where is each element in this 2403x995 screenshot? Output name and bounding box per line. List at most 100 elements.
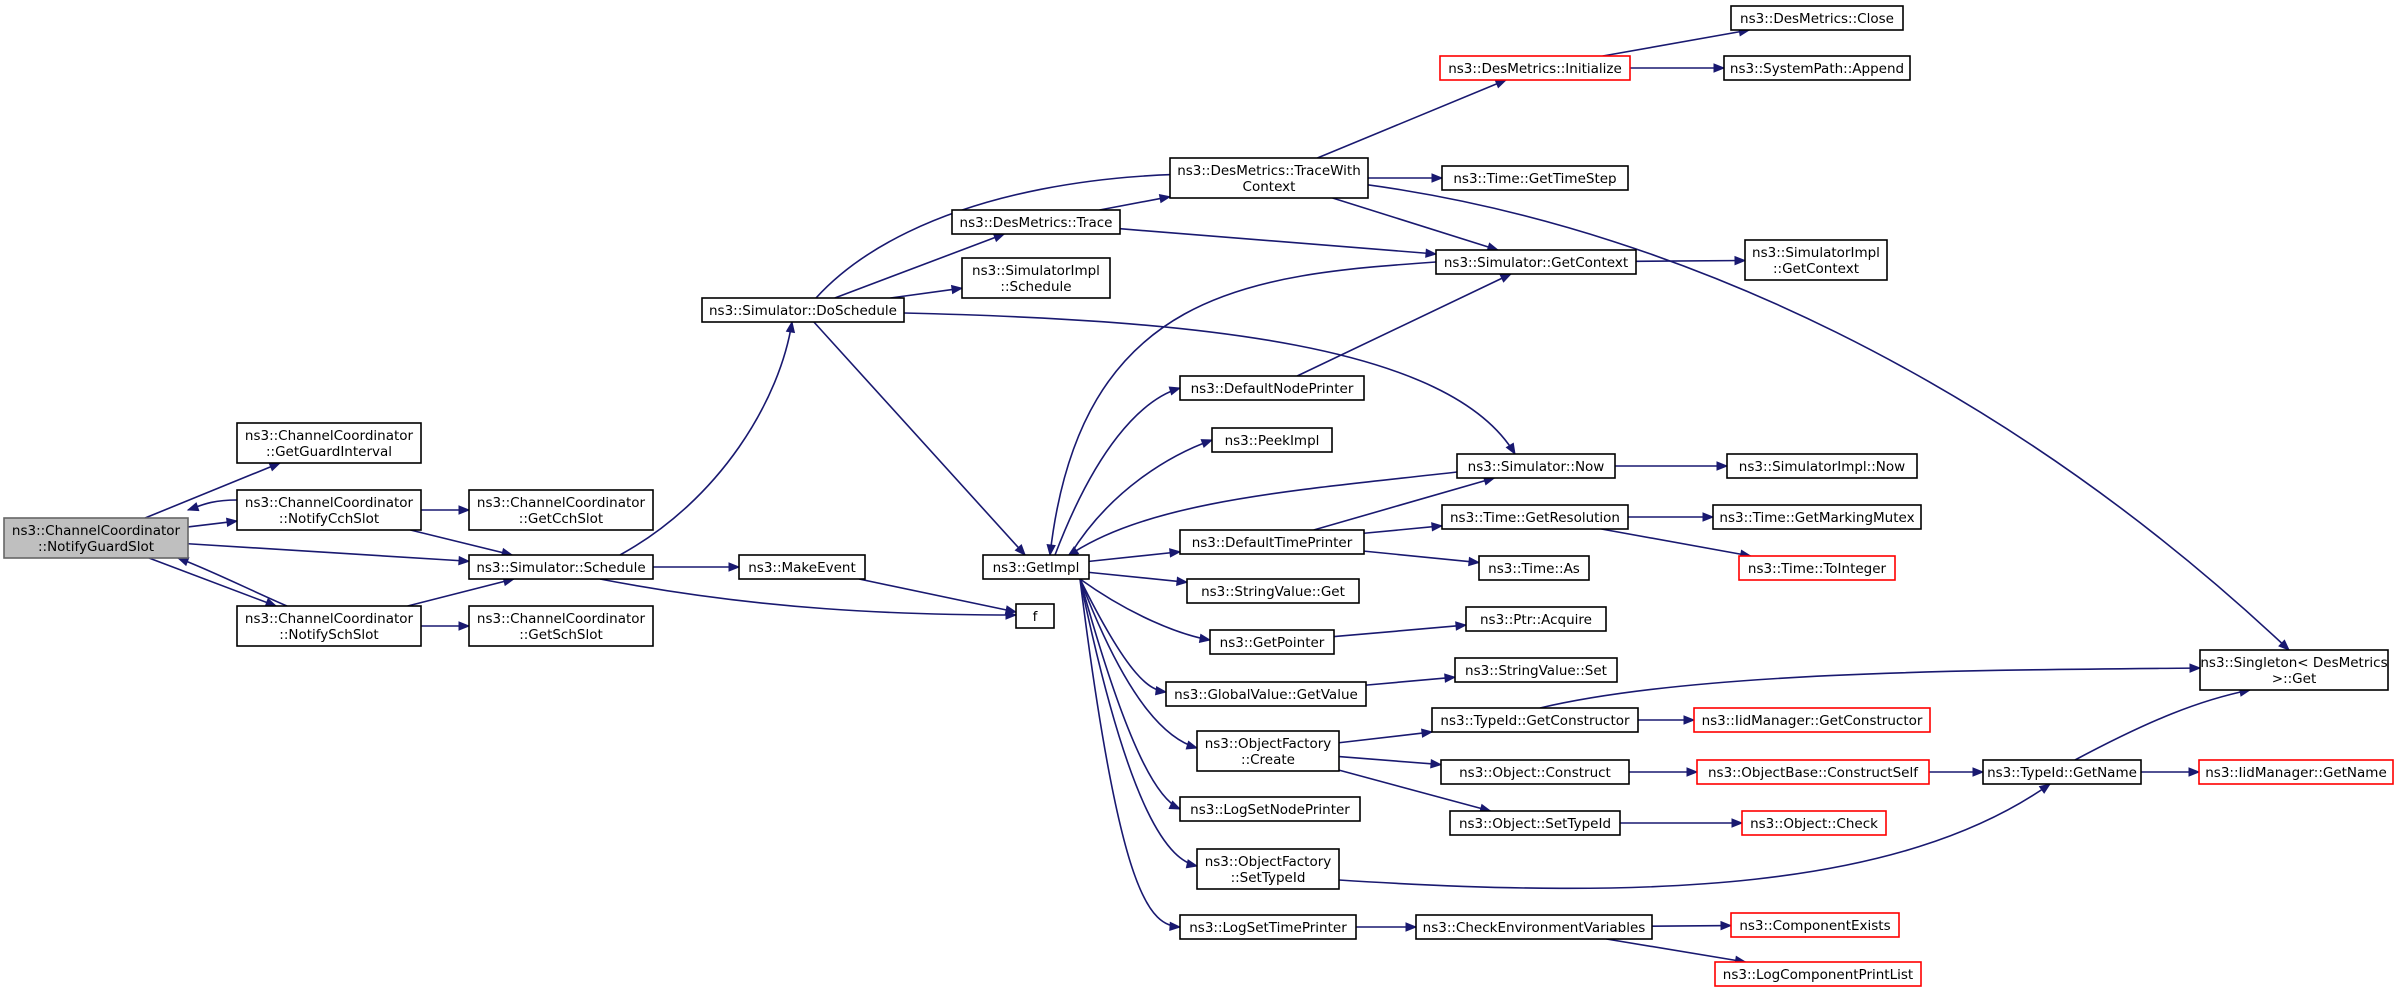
node-box[interactable] <box>1435 249 1637 275</box>
node-logPrintList[interactable]: ns3::LogComponentPrintList <box>1714 961 1922 987</box>
node-doSchedule[interactable]: ns3::Simulator::DoSchedule <box>701 297 905 323</box>
node-getSch[interactable]: ns3::ChannelCoordinator::GetSchSlot <box>468 605 654 647</box>
node-getPointer[interactable]: ns3::GetPointer <box>1209 629 1335 655</box>
node-desClose[interactable]: ns3::DesMetrics::Close <box>1730 5 1904 31</box>
node-strGet[interactable]: ns3::StringValue::Get <box>1186 578 1360 604</box>
node-box[interactable] <box>1440 759 1630 785</box>
node-getGuard[interactable]: ns3::ChannelCoordinator::GetGuardInterva… <box>236 422 422 464</box>
node-logNode[interactable]: ns3::LogSetNodePrinter <box>1179 796 1361 822</box>
node-box[interactable] <box>1165 681 1367 707</box>
node-box[interactable] <box>1196 848 1340 890</box>
node-box[interactable] <box>1179 375 1365 401</box>
node-desInit[interactable]: ns3::DesMetrics::Initialize <box>1439 55 1631 81</box>
node-box[interactable] <box>1209 629 1335 655</box>
node-markMutex[interactable]: ns3::Time::GetMarkingMutex <box>1712 504 1922 530</box>
node-objConstruct[interactable]: ns3::Object::Construct <box>1440 759 1630 785</box>
node-compExists[interactable]: ns3::ComponentExists <box>1730 912 1900 938</box>
node-getContext[interactable]: ns3::Simulator::GetContext <box>1435 249 1637 275</box>
node-f[interactable]: f <box>1015 603 1055 629</box>
node-desTrace[interactable]: ns3::DesMetrics::Trace <box>951 209 1121 235</box>
node-defNode[interactable]: ns3::DefaultNodePrinter <box>1179 375 1365 401</box>
node-implContext[interactable]: ns3::SimulatorImpl::GetContext <box>1744 239 1888 281</box>
node-box[interactable] <box>1738 555 1896 581</box>
node-checkEnv[interactable]: ns3::CheckEnvironmentVariables <box>1415 914 1653 940</box>
node-ptrAcquire[interactable]: ns3::Ptr::Acquire <box>1465 606 1607 632</box>
node-toInteger[interactable]: ns3::Time::ToInteger <box>1738 555 1896 581</box>
node-box[interactable] <box>2199 649 2389 691</box>
node-timeAs[interactable]: ns3::Time::As <box>1478 555 1590 581</box>
node-notifyCch[interactable]: ns3::ChannelCoordinator::NotifyCchSlot <box>236 489 422 531</box>
node-notifySch[interactable]: ns3::ChannelCoordinator::NotifySchSlot <box>236 605 422 647</box>
node-iidGetCons[interactable]: ns3::IidManager::GetConstructor <box>1693 707 1931 733</box>
node-getImpl[interactable]: ns3::GetImpl <box>982 554 1090 580</box>
node-ofCreate[interactable]: ns3::ObjectFactory::Create <box>1196 730 1340 772</box>
node-box[interactable] <box>951 209 1121 235</box>
node-box[interactable] <box>1439 55 1631 81</box>
node-box[interactable] <box>1196 730 1340 772</box>
node-box[interactable] <box>1179 529 1365 555</box>
node-box[interactable] <box>1449 810 1621 836</box>
node-box[interactable] <box>1456 453 1616 479</box>
node-box[interactable] <box>468 489 654 531</box>
node-schedule[interactable]: ns3::Simulator::Schedule <box>468 554 654 580</box>
node-box[interactable] <box>1454 657 1618 683</box>
node-box[interactable] <box>1726 453 1918 479</box>
node-box[interactable] <box>1696 759 1930 785</box>
node-root[interactable]: ns3::ChannelCoordinator::NotifyGuardSlot <box>3 517 189 559</box>
node-box[interactable] <box>1741 810 1887 836</box>
node-box[interactable] <box>468 605 654 647</box>
node-box[interactable] <box>1441 165 1629 191</box>
node-box[interactable] <box>1730 5 1904 31</box>
node-box[interactable] <box>1431 707 1639 733</box>
node-constructSelf[interactable]: ns3::ObjectBase::ConstructSelf <box>1696 759 1930 785</box>
node-sysAppend[interactable]: ns3::SystemPath::Append <box>1723 55 1911 81</box>
node-typeGetCons[interactable]: ns3::TypeId::GetConstructor <box>1431 707 1639 733</box>
node-box[interactable] <box>236 489 422 531</box>
node-box[interactable] <box>738 554 866 580</box>
node-box[interactable] <box>982 554 1090 580</box>
node-box[interactable] <box>961 257 1111 299</box>
node-box[interactable] <box>1015 603 1055 629</box>
node-iidGetName[interactable]: ns3::IidManager::GetName <box>2198 759 2394 785</box>
node-globalGet[interactable]: ns3::GlobalValue::GetValue <box>1165 681 1367 707</box>
node-simImplSchedule[interactable]: ns3::SimulatorImpl::Schedule <box>961 257 1111 299</box>
node-peekImpl[interactable]: ns3::PeekImpl <box>1211 427 1333 453</box>
node-box[interactable] <box>1714 961 1922 987</box>
node-box[interactable] <box>1441 504 1629 530</box>
node-defTime[interactable]: ns3::DefaultTimePrinter <box>1179 529 1365 555</box>
node-box[interactable] <box>1744 239 1888 281</box>
node-box[interactable] <box>2198 759 2394 785</box>
node-getRes[interactable]: ns3::Time::GetResolution <box>1441 504 1629 530</box>
node-box[interactable] <box>236 605 422 647</box>
node-implNow[interactable]: ns3::SimulatorImpl::Now <box>1726 453 1918 479</box>
node-box[interactable] <box>236 422 422 464</box>
node-box[interactable] <box>468 554 654 580</box>
node-makeEvent[interactable]: ns3::MakeEvent <box>738 554 866 580</box>
node-strSet[interactable]: ns3::StringValue::Set <box>1454 657 1618 683</box>
node-box[interactable] <box>1465 606 1607 632</box>
node-box[interactable] <box>1982 759 2142 785</box>
node-box[interactable] <box>1179 914 1357 940</box>
node-box[interactable] <box>1712 504 1922 530</box>
node-box[interactable] <box>1723 55 1911 81</box>
node-box[interactable] <box>1415 914 1653 940</box>
node-getCch[interactable]: ns3::ChannelCoordinator::GetCchSlot <box>468 489 654 531</box>
node-box[interactable] <box>701 297 905 323</box>
node-singleton[interactable]: ns3::Singleton< DesMetrics>::Get <box>2199 649 2389 691</box>
node-setTypeId[interactable]: ns3::Object::SetTypeId <box>1449 810 1621 836</box>
node-box[interactable] <box>1186 578 1360 604</box>
node-logTime[interactable]: ns3::LogSetTimePrinter <box>1179 914 1357 940</box>
node-typeGetName[interactable]: ns3::TypeId::GetName <box>1982 759 2142 785</box>
node-box[interactable] <box>1730 912 1900 938</box>
node-objCheck[interactable]: ns3::Object::Check <box>1741 810 1887 836</box>
node-box[interactable] <box>1693 707 1931 733</box>
node-box[interactable] <box>1211 427 1333 453</box>
node-box[interactable] <box>3 517 189 559</box>
node-timeStep[interactable]: ns3::Time::GetTimeStep <box>1441 165 1629 191</box>
node-box[interactable] <box>1169 157 1369 199</box>
node-simNow[interactable]: ns3::Simulator::Now <box>1456 453 1616 479</box>
node-box[interactable] <box>1179 796 1361 822</box>
node-box[interactable] <box>1478 555 1590 581</box>
node-ofSetType[interactable]: ns3::ObjectFactory::SetTypeId <box>1196 848 1340 890</box>
